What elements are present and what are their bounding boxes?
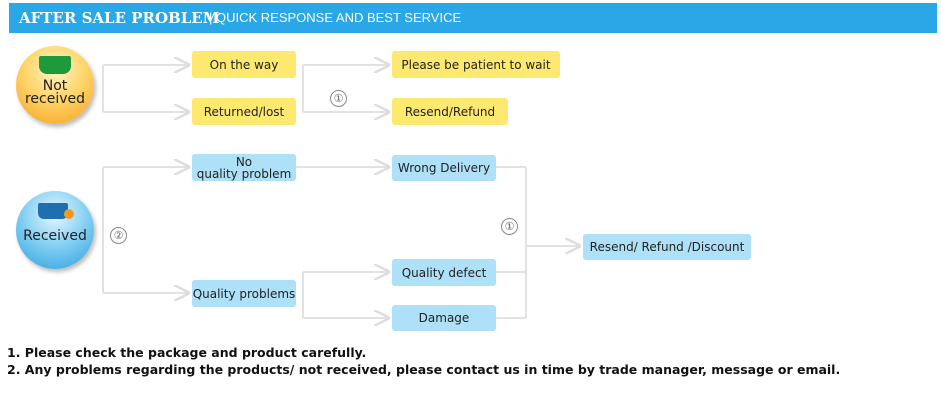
plus-badge-icon bbox=[64, 209, 74, 219]
note-2: 2. Any problems regarding the products/ … bbox=[7, 362, 841, 377]
step-2-marker: ② bbox=[110, 227, 127, 244]
on-the-way-box: On the way bbox=[192, 51, 296, 78]
basket-add-icon bbox=[38, 203, 68, 219]
damage-box: Damage bbox=[392, 305, 496, 331]
resend-refund-discount-box: Resend/ Refund /Discount bbox=[583, 234, 751, 260]
not-label: Not bbox=[42, 78, 68, 94]
header-bar: AFTER SALE PROBLEM | QUICK RESPONSE AND … bbox=[9, 3, 937, 33]
received-label: Received bbox=[23, 228, 87, 244]
returned-lost-box: Returned/lost bbox=[192, 98, 296, 125]
basket-icon bbox=[39, 56, 71, 74]
no-label: No bbox=[235, 154, 253, 169]
resend-refund-box: Resend/Refund bbox=[392, 98, 508, 125]
received-label: received bbox=[24, 91, 86, 107]
wrong-delivery-box: Wrong Delivery bbox=[392, 155, 496, 181]
header-subtitle: | QUICK RESPONSE AND BEST SERVICE bbox=[209, 10, 462, 25]
quality-problem-label: quality problem bbox=[196, 166, 292, 181]
quality-defect-box: Quality defect bbox=[392, 259, 496, 286]
patient-wait-box: Please be patient to wait bbox=[392, 51, 560, 78]
note-1: 1. Please check the package and product … bbox=[7, 345, 367, 360]
quality-problems-box: Quality problems bbox=[192, 280, 296, 307]
header-title: AFTER SALE PROBLEM bbox=[19, 9, 220, 27]
received-circle: Received bbox=[16, 191, 94, 269]
step-1-marker-2: ① bbox=[501, 218, 518, 235]
step-1-marker: ① bbox=[330, 90, 347, 107]
